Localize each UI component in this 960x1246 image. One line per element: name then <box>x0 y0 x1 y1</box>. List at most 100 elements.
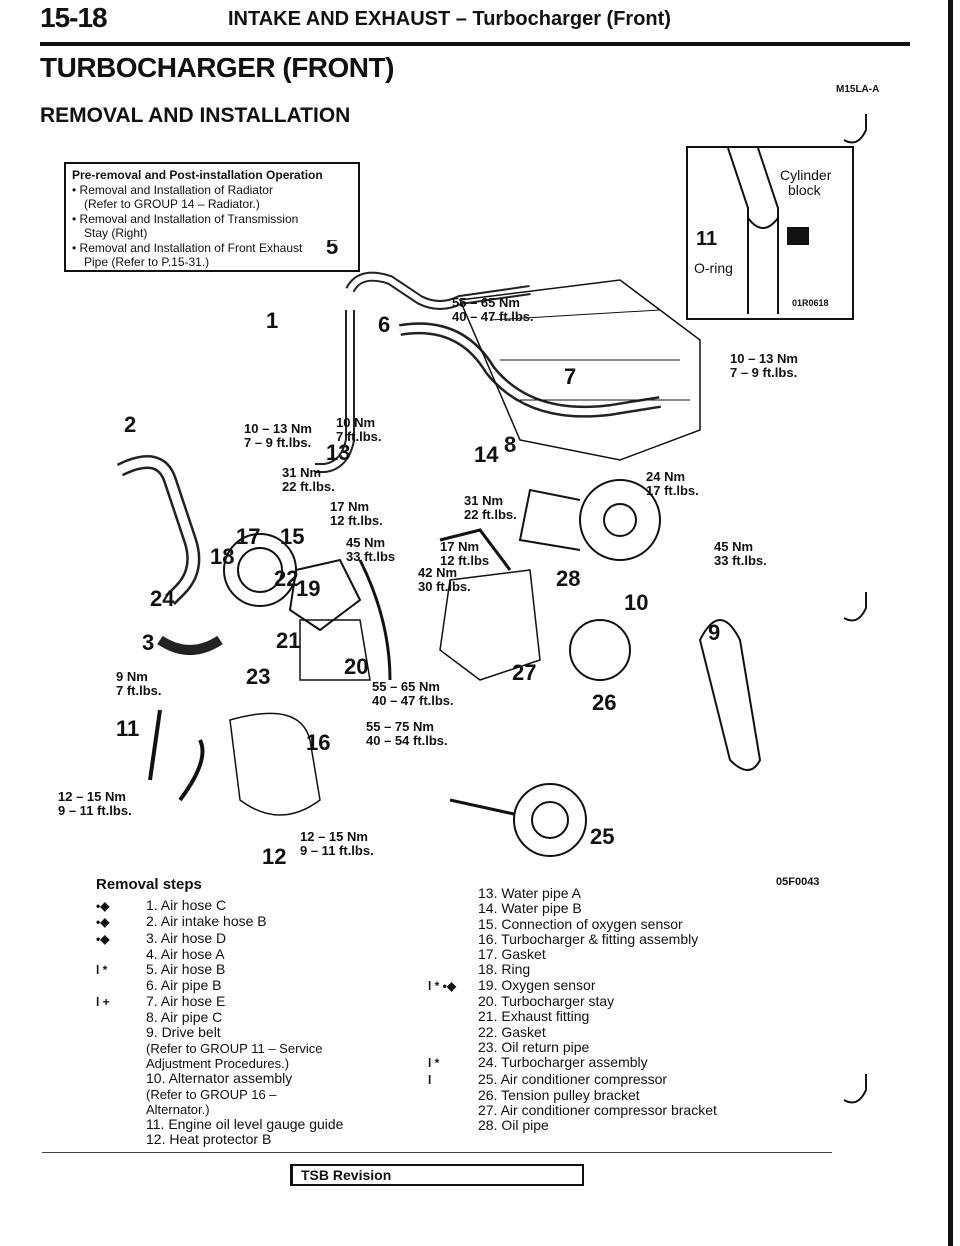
step-text: 17. Gasket <box>478 946 546 963</box>
step-row: •◆ 2. Air intake hose B <box>96 914 416 930</box>
figure-code: 05F0043 <box>776 876 820 888</box>
step-row: 11. Engine oil level gauge guide <box>96 1117 416 1132</box>
torque-label: 10 – 13 Nm 7 – 9 ft.lbs. <box>244 422 312 450</box>
step-note: Alternator.) <box>146 1101 210 1117</box>
callout-13: 13 <box>326 440 350 465</box>
torque-label: 55 – 75 Nm 40 – 54 ft.lbs. <box>366 720 448 748</box>
inset-label-cylinder: Cylinder <box>780 167 832 183</box>
torque-label: 10 Nm 7 ft.lbs. <box>336 416 382 444</box>
callout-7: 7 <box>564 364 576 389</box>
step-row: l *24. Turbocharger assembly <box>428 1055 788 1071</box>
step-text: 21. Exhaust fitting <box>478 1008 590 1025</box>
step-text: 27. Air conditioner compressor bracket <box>478 1102 717 1119</box>
pre-removal-item: • Removal and Installation of Radiator <box>72 182 273 197</box>
pre-removal-item: • Removal and Installation of Front Exha… <box>72 240 303 255</box>
step-row: 16. Turbocharger & fitting assembly <box>428 931 788 947</box>
removal-steps-title: Removal steps <box>96 876 202 893</box>
callout-27: 27 <box>512 660 536 685</box>
page-title: TURBOCHARGER (FRONT) <box>40 52 394 83</box>
step-text: 6. Air pipe B <box>146 977 222 994</box>
torque-value: 55 – 75 Nm 40 – 54 ft.lbs. <box>366 719 448 748</box>
callout-6: 6 <box>378 312 390 337</box>
step-row: 14. Water pipe B <box>428 901 788 916</box>
step-row: 26. Tension pulley bracket <box>428 1087 788 1103</box>
cylinder-block-inset: Cylinder block O-ring 11 01R0618 <box>686 146 854 320</box>
step-row: 20. Turbocharger stay <box>428 993 788 1010</box>
pre-removal-box: Pre-removal and Post-installation Operat… <box>64 162 360 272</box>
step-text: 8. Air pipe C <box>146 1009 223 1026</box>
torque-label: 12 – 15 Nm 9 – 11 ft.lbs. <box>58 790 132 818</box>
step-text: 1. Air hose C <box>146 897 227 913</box>
callout-16: 16 <box>306 730 330 755</box>
section-code: M15LA-A <box>836 84 880 95</box>
torque-label: 31 Nm 22 ft.lbs. <box>282 466 335 494</box>
inset-label-block: block <box>788 182 821 198</box>
step-text: 10. Alternator assembly <box>146 1070 293 1087</box>
step-mark: •◆ <box>96 899 110 913</box>
step-text: 24. Turbocharger assembly <box>478 1054 648 1071</box>
step-text: 23. Oil return pipe <box>478 1038 590 1055</box>
callout-20: 20 <box>344 654 368 679</box>
torque-value: 10 – 13 Nm 7 – 9 ft.lbs. <box>730 351 798 380</box>
torque-label: 31 Nm 22 ft.lbs. <box>464 494 517 522</box>
step-text: 19. Oxygen sensor <box>478 976 596 993</box>
step-mark: •◆ <box>96 915 110 930</box>
torque-value: 45 Nm 33 ft.lbs. <box>714 539 767 568</box>
step-row: 6. Air pipe B <box>96 978 416 993</box>
removal-steps-column-2: 13. Water pipe A 14. Water pipe B 15. Co… <box>428 885 788 1134</box>
callout-28: 28 <box>556 566 580 591</box>
page-header: INTAKE AND EXHAUST – Turbocharger (Front… <box>228 8 671 30</box>
step-row: l +7. Air hose E <box>96 993 416 1010</box>
step-row: 10. Alternator assembly <box>96 1071 416 1086</box>
torque-value: 12 – 15 Nm 9 – 11 ft.lbs. <box>58 789 132 818</box>
callout-18: 18 <box>210 544 234 569</box>
callout-8: 8 <box>504 432 516 457</box>
step-row: 18. Ring <box>428 962 788 977</box>
step-text: 4. Air hose A <box>146 945 225 962</box>
callout-5: 5 <box>326 240 338 259</box>
callout-12: 12 <box>262 844 286 869</box>
page-number: 15-18 <box>40 2 108 33</box>
step-row: 22. Gasket <box>428 1024 788 1040</box>
step-row: 27. Air conditioner compressor bracket <box>428 1103 788 1118</box>
step-mark: l * <box>96 963 108 978</box>
torque-label: 55 – 65 Nm 40 – 47 ft.lbs. <box>452 296 534 324</box>
torque-label: 45 Nm 33 ft.lbs. <box>714 540 767 568</box>
torque-value: 24 Nm 17 ft.lbs. <box>646 469 699 498</box>
step-row: 8. Air pipe C <box>96 1009 416 1026</box>
callout-19: 19 <box>296 576 320 601</box>
step-row: 15. Connection of oxygen sensor <box>428 915 788 932</box>
step-note: Adjustment Procedures.) <box>146 1055 290 1071</box>
step-text: 15. Connection of oxygen sensor <box>478 915 683 932</box>
step-row: 12. Heat protector B <box>96 1132 416 1147</box>
callout-21: 21 <box>276 628 300 653</box>
torque-label: 9 Nm 7 ft.lbs. <box>116 670 162 698</box>
footer-rule <box>42 1152 832 1153</box>
torque-value: 55 – 65 Nm 40 – 47 ft.lbs. <box>372 679 454 708</box>
torque-value: 31 Nm 22 ft.lbs. <box>282 465 335 494</box>
step-text: 20. Turbocharger stay <box>478 993 615 1010</box>
step-row: l * •◆19. Oxygen sensor <box>428 976 788 994</box>
callout-2: 2 <box>124 412 136 437</box>
exploded-diagram: 1 2 3 4 5 6 7 8 9 10 11 12 13 14 15 16 1… <box>116 240 762 869</box>
step-text: 14. Water pipe B <box>478 900 582 917</box>
step-text: 2. Air intake hose B <box>146 913 267 930</box>
callout-15: 15 <box>280 524 304 549</box>
step-mark: •◆ <box>96 931 110 946</box>
pre-removal-heading: Pre-removal and Post-installation Operat… <box>72 168 323 182</box>
torque-value: 45 Nm 33 ft.lbs <box>346 535 396 564</box>
callout-25: 25 <box>590 824 614 849</box>
callout-11: 11 <box>116 716 139 741</box>
step-text: 3. Air hose D <box>146 929 227 946</box>
step-row: 21. Exhaust fitting <box>428 1009 788 1024</box>
margin-hook-mark <box>843 114 867 144</box>
callout-10: 10 <box>624 590 648 615</box>
torque-label: 55 – 65 Nm 40 – 47 ft.lbs. <box>372 680 454 708</box>
inset-label-oring: O-ring <box>694 260 733 276</box>
inset-drawing <box>727 147 809 314</box>
torque-label: 24 Nm 17 ft.lbs. <box>646 470 699 498</box>
inset-callout-11: 11 <box>696 228 718 250</box>
step-row: 4. Air hose A <box>96 945 416 962</box>
callout-3: 3 <box>142 630 154 655</box>
step-text: 13. Water pipe A <box>478 885 581 901</box>
